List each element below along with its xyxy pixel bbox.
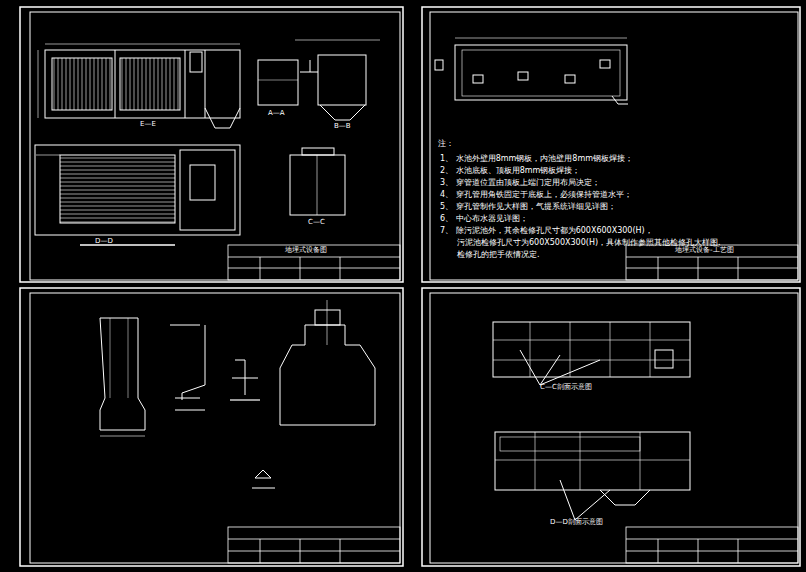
drawing-label: D—D剖面示意图 (550, 519, 603, 527)
note-text: 检修孔的把手依情况定. (457, 251, 540, 260)
drawing-label: E—E (140, 121, 156, 129)
note-text: 4、 穿孔管用角铁固定于底板上，必须保持管道水平； (440, 191, 632, 200)
note-text: 6、 中心布水器见详图； (440, 215, 528, 224)
note-text: 7、 除污泥池外，其余检修孔尺寸都为600X600X300(H)， (440, 227, 653, 236)
drawing-label: A—A (268, 110, 285, 118)
note-text: 3、 穿管道位置由顶板上端门定用布局决定； (440, 179, 600, 188)
drawing-label: C—C (308, 219, 325, 227)
note-text: 5、 穿孔管制作见大样图，气提系统详细见详图； (440, 203, 616, 212)
drawing-label: 地埋式设备图 (285, 247, 327, 255)
drawing-label: 地埋式设备-工艺图 (675, 247, 734, 255)
drawing-label: C—C剖面示意图 (540, 384, 592, 392)
note-text: 注： (438, 140, 454, 149)
drawing-label: B—B (334, 123, 351, 131)
note-text: 1、 水池外壁用8mm钢板，内池壁用8mm钢板焊接； (440, 155, 633, 164)
note-text: 2、 水池底板、顶板用8mm钢板焊接； (440, 167, 580, 176)
drawing-label: D—D (95, 238, 113, 246)
